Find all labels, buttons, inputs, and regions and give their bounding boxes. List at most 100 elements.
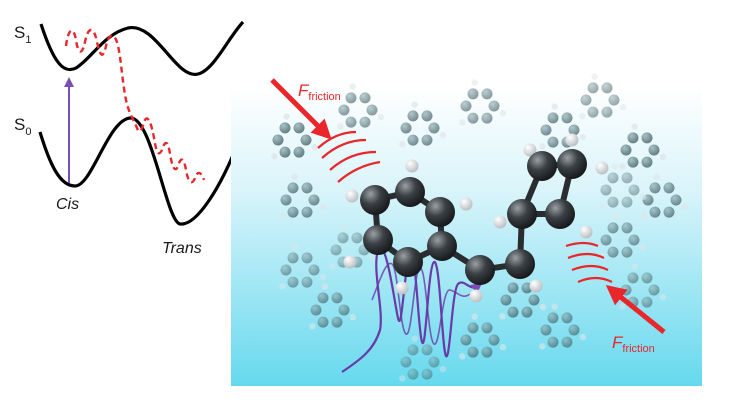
solvent-hydrogen	[551, 303, 557, 309]
solvent-atom	[468, 113, 479, 124]
solvent-atom	[541, 125, 552, 136]
solvent-atom	[628, 132, 639, 143]
solvent-atom	[288, 277, 299, 288]
s0-label: S0	[14, 115, 31, 138]
carbon-atom	[507, 199, 537, 229]
solvent-hydrogen	[640, 194, 646, 200]
solvent-atom	[588, 107, 599, 118]
solvent-hydrogen	[350, 314, 356, 320]
carbon-atom	[393, 247, 423, 277]
hydrogen-atom	[494, 216, 507, 229]
solvent-atom	[367, 105, 378, 116]
solvent-atom	[422, 344, 433, 355]
solvent-atom	[489, 335, 500, 346]
solvent-atom	[352, 232, 363, 243]
solvent-atom	[522, 307, 533, 318]
solvent-hydrogen	[591, 73, 597, 79]
solvent-hydrogen	[619, 163, 625, 169]
hydrogen-atom	[346, 190, 359, 203]
solvent-hydrogen	[500, 110, 506, 116]
solvent-hydrogen	[283, 113, 289, 119]
hydrogen-atom	[460, 198, 473, 211]
solvent-atom	[601, 235, 612, 246]
solvent-atom	[628, 157, 639, 168]
solvent-hydrogen	[440, 366, 446, 372]
hydrogen-atom	[396, 282, 409, 295]
solvent-hydrogen	[320, 274, 326, 280]
solvent-hydrogen	[309, 323, 315, 329]
solvent-atom	[302, 252, 313, 263]
solvent-hydrogen	[399, 141, 405, 147]
solvent-hydrogen	[471, 313, 477, 319]
hydrogen-atom	[596, 162, 609, 175]
solvent-atom	[562, 312, 573, 323]
solvent-hydrogen	[471, 79, 477, 85]
solvent-atom	[602, 107, 613, 118]
solvent-atom	[332, 317, 343, 328]
solvent-hydrogen	[619, 303, 625, 309]
solvent-atom	[482, 347, 493, 358]
solvent-atom	[608, 172, 619, 183]
carbon-atom	[363, 225, 393, 255]
solvent-atom	[346, 117, 357, 128]
solvent-atom	[422, 369, 433, 380]
hydrogen-atom	[344, 256, 357, 269]
solvent-hydrogen	[399, 375, 405, 381]
solvent-atom	[461, 101, 472, 112]
solvent-atom	[562, 337, 573, 348]
solvent-atom	[608, 222, 619, 233]
solvent-hydrogen	[641, 213, 647, 219]
solvent-hydrogen	[411, 335, 417, 341]
solvent-atom	[280, 122, 291, 133]
carbon-atom	[360, 185, 390, 215]
solvent-atom	[569, 325, 580, 336]
solvent-atom	[429, 123, 440, 134]
solvent-atom	[311, 305, 322, 316]
energy-diagram: S1 S0 Cis Trans	[14, 22, 243, 257]
solvent-hydrogen	[500, 344, 506, 350]
solvent-atom	[318, 292, 329, 303]
solvent-hydrogen	[459, 119, 465, 125]
solvent-atom	[302, 182, 313, 193]
carbon-atom	[505, 249, 535, 279]
solvent-hydrogen	[337, 123, 343, 129]
carbon-atom	[465, 255, 495, 285]
solvent-hydrogen	[459, 353, 465, 359]
solvent-atom	[529, 295, 540, 306]
solvent-hydrogen	[411, 101, 417, 107]
solvent-atom	[622, 247, 633, 258]
solvent-atom	[548, 112, 559, 123]
solvent-hydrogen	[312, 144, 318, 150]
solvent-hydrogen	[551, 103, 557, 109]
solvent-hydrogen	[631, 263, 637, 269]
solvent-atom	[588, 82, 599, 93]
solvent-atom	[318, 317, 329, 328]
solvent-atom	[609, 95, 620, 106]
solvent-atom	[302, 277, 313, 288]
solvent-atom	[422, 110, 433, 121]
trans-label: Trans	[162, 240, 202, 257]
solvent-atom	[642, 132, 653, 143]
solvent-atom	[309, 195, 320, 206]
solvent-hydrogen	[329, 263, 335, 269]
solvent-hydrogen	[580, 334, 586, 340]
solvent-hydrogen	[611, 163, 617, 169]
solvent-atom	[468, 88, 479, 99]
solvent-hydrogen	[349, 83, 355, 89]
solvent-atom	[621, 145, 632, 156]
solvent-atom	[489, 101, 500, 112]
solvent-hydrogen	[580, 134, 586, 140]
solvent-atom	[280, 147, 291, 158]
solvent-hydrogen	[660, 154, 666, 160]
solvent-atom	[429, 357, 440, 368]
solvent-hydrogen	[660, 294, 666, 300]
cis-label: Cis	[56, 196, 79, 213]
solvent-hydrogen	[499, 313, 505, 319]
solvent-hydrogen	[631, 123, 637, 129]
solvent-atom	[468, 322, 479, 333]
solvent-atom	[302, 207, 313, 218]
solvent-hydrogen	[320, 204, 326, 210]
solvent-atom	[331, 245, 342, 256]
solvent-atom	[360, 92, 371, 103]
carbon-atom	[527, 151, 557, 181]
